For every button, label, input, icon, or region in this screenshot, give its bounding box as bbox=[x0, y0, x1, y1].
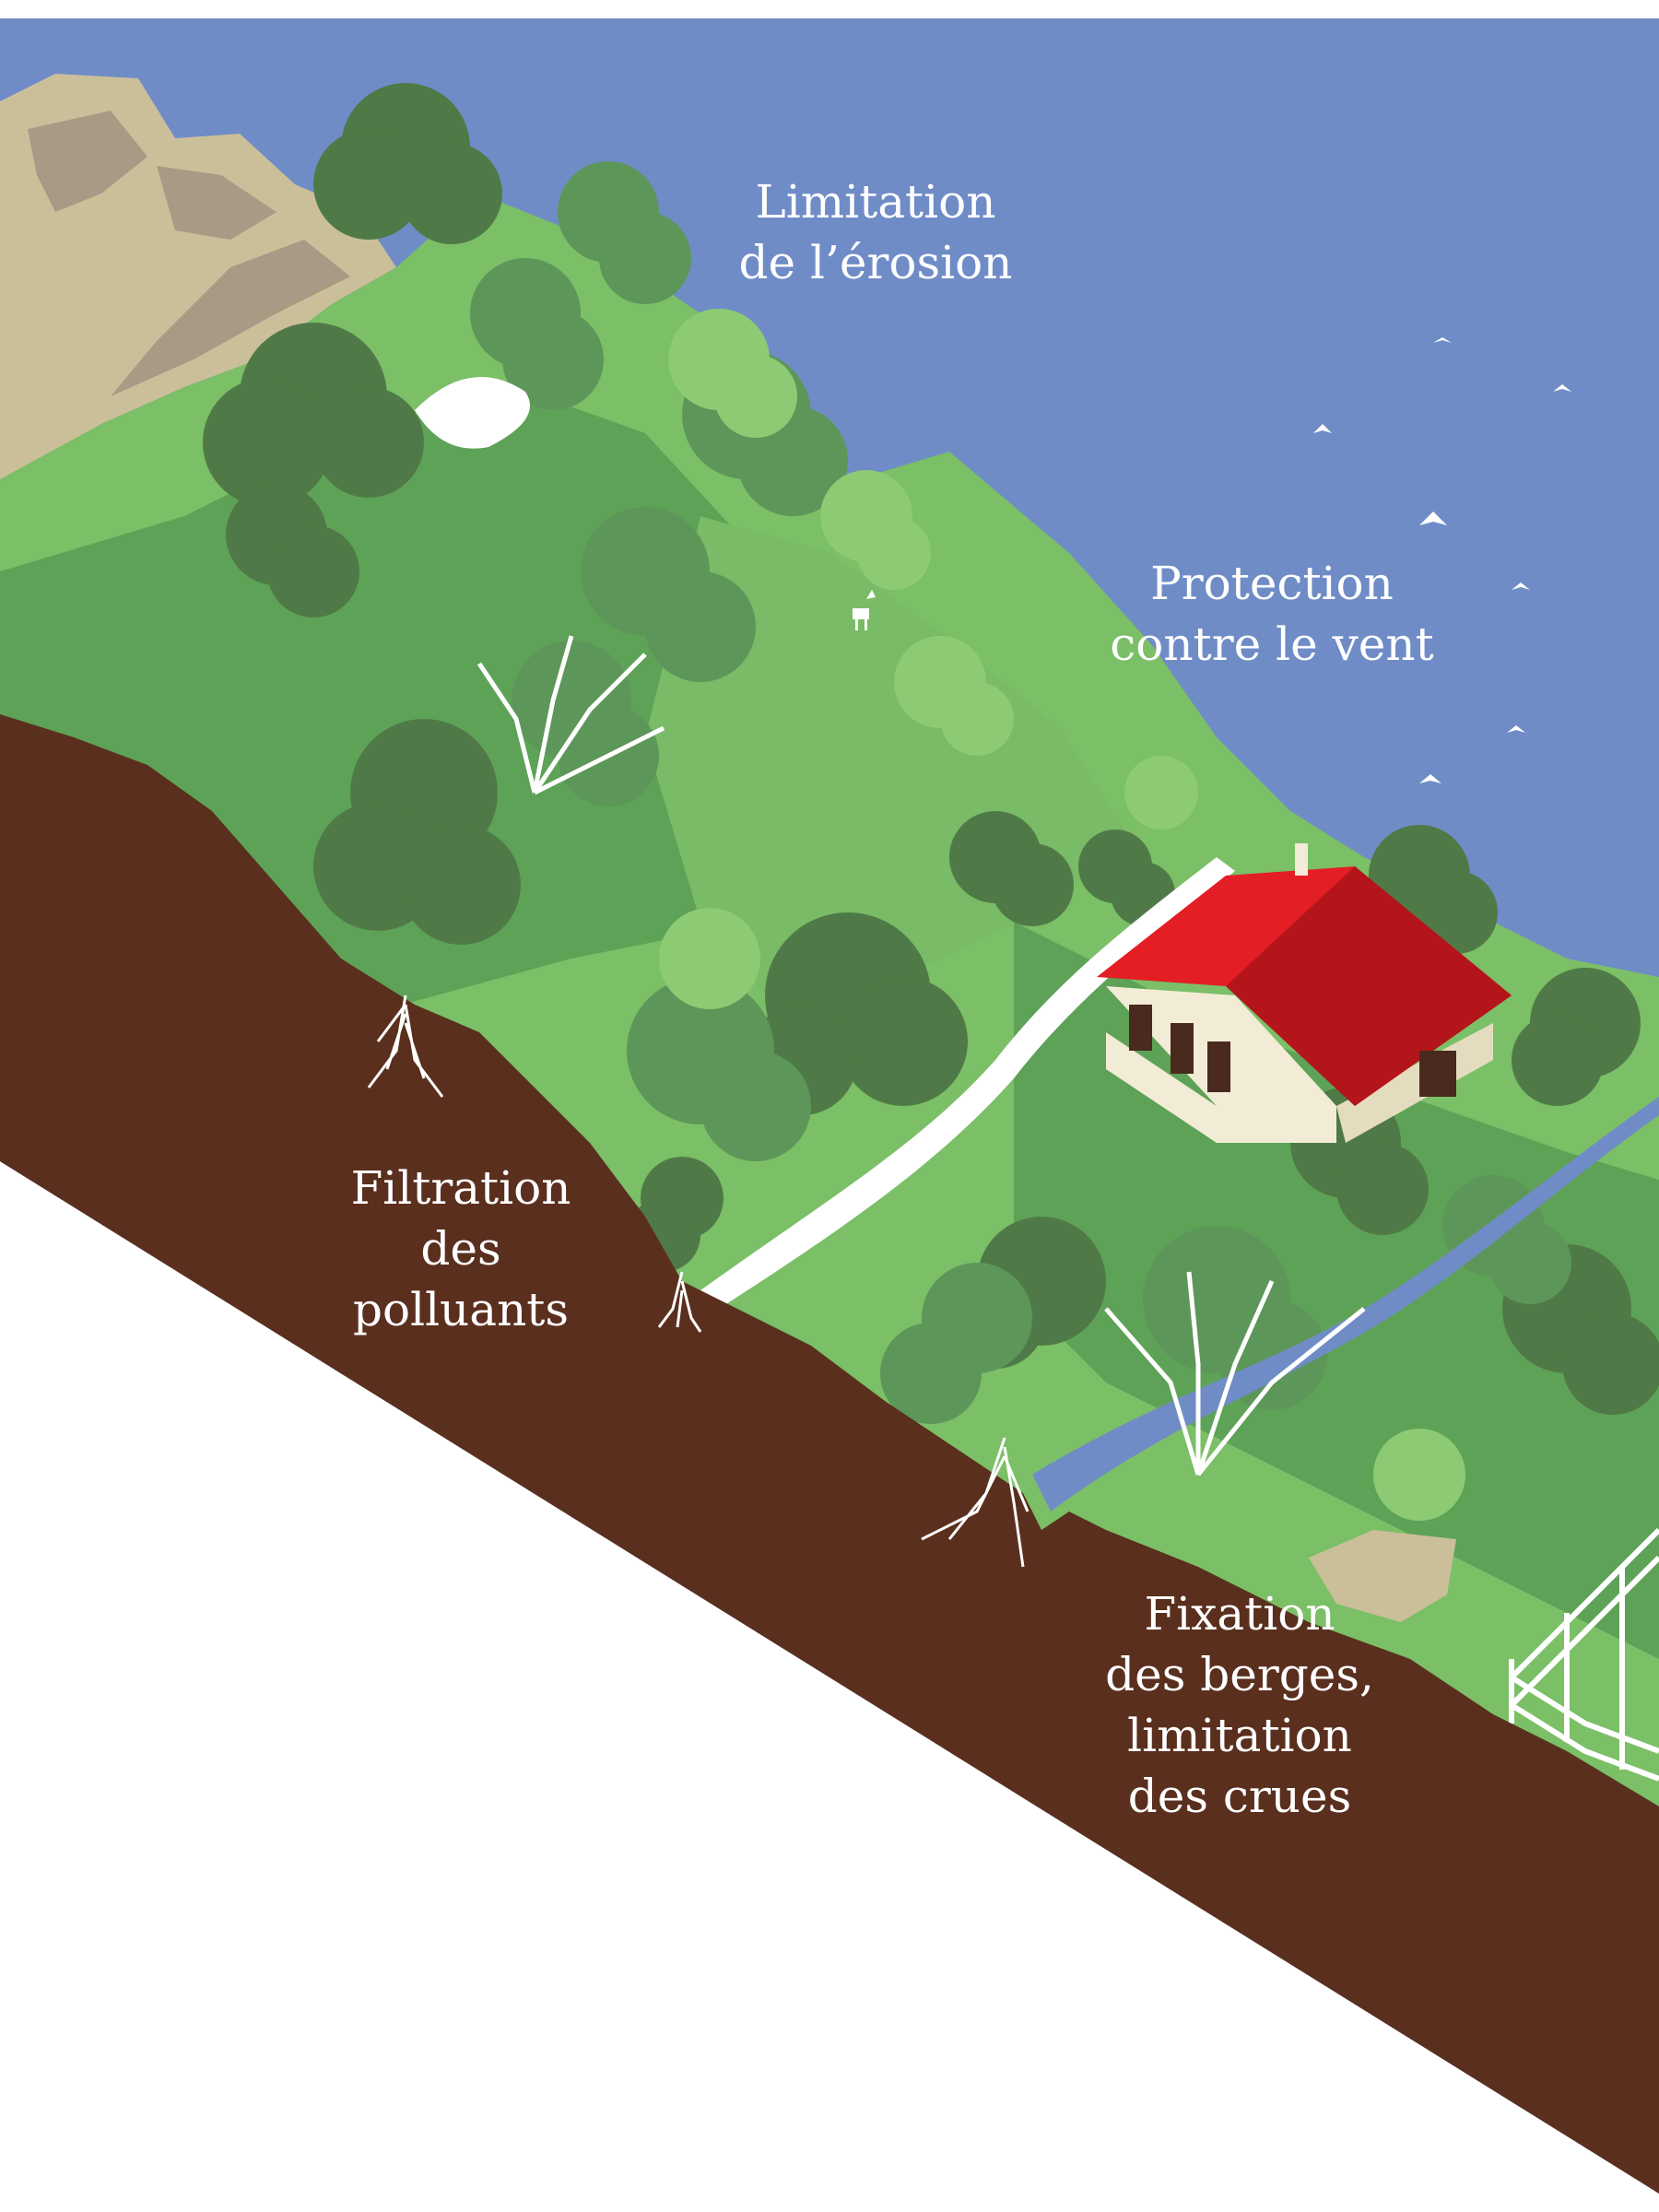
river-icon bbox=[1032, 1097, 1659, 1512]
page-background bbox=[0, 1161, 1659, 2212]
label-line: Protection bbox=[1150, 557, 1394, 610]
birds bbox=[415, 337, 1571, 783]
tree-icon bbox=[558, 161, 691, 304]
tree-icon bbox=[1124, 756, 1198, 830]
bird-icon bbox=[1433, 337, 1452, 343]
label-line: de l’érosion bbox=[738, 236, 1013, 289]
white-shrubs bbox=[477, 635, 1366, 1477]
bird-icon bbox=[415, 377, 530, 449]
bird-icon bbox=[1512, 582, 1530, 590]
tree-icon bbox=[668, 309, 797, 438]
label-pollutant-filtration: Filtration des polluants bbox=[304, 1158, 618, 1340]
label-line: Limitation bbox=[755, 175, 996, 229]
bird-icon bbox=[1419, 774, 1441, 783]
road bbox=[700, 857, 1235, 1309]
mountain-rock-icon bbox=[0, 74, 396, 479]
label-line: polluants bbox=[352, 1283, 570, 1336]
label-line: des crues bbox=[1127, 1770, 1352, 1823]
label-erosion-limitation: Limitation de l’érosion bbox=[700, 171, 1051, 293]
soil-cross-section bbox=[0, 714, 1659, 2194]
bird-icon bbox=[1507, 725, 1525, 733]
tree-icon bbox=[313, 719, 521, 945]
tree-icon bbox=[226, 484, 359, 618]
label-wind-protection: Protection contre le vent bbox=[1078, 553, 1465, 675]
bird-icon bbox=[1419, 512, 1447, 525]
deer-icon bbox=[853, 590, 876, 630]
tree-icon bbox=[820, 470, 931, 590]
label-bank-fixation: Fixation des berges, limitation des crue… bbox=[1069, 1583, 1410, 1827]
label-line: limitation bbox=[1127, 1709, 1352, 1762]
tree-icon bbox=[894, 636, 1014, 756]
tree-icon bbox=[659, 908, 760, 1009]
bird-icon bbox=[1313, 424, 1332, 433]
bird-icon bbox=[1553, 384, 1571, 392]
tree-icon bbox=[880, 1263, 1032, 1424]
fence-icon bbox=[1509, 1527, 1659, 1782]
roots-icon bbox=[367, 994, 1030, 1568]
label-line: Filtration bbox=[350, 1161, 571, 1215]
label-line: Fixation bbox=[1144, 1587, 1335, 1641]
label-line: des bbox=[420, 1222, 501, 1276]
tree-icon bbox=[627, 977, 811, 1161]
house-icon bbox=[1097, 843, 1512, 1143]
tree-icon bbox=[581, 507, 756, 682]
forest-light bbox=[659, 309, 1465, 1521]
tree-icon bbox=[1512, 968, 1641, 1106]
tree-icon bbox=[1373, 1429, 1465, 1521]
label-line: des berges, bbox=[1105, 1648, 1374, 1701]
tree-icon bbox=[470, 258, 604, 410]
tree-icon bbox=[949, 811, 1074, 926]
tree-icon bbox=[203, 323, 424, 507]
tree-icon bbox=[313, 83, 502, 244]
bank-rock bbox=[1309, 1530, 1456, 1622]
label-line: contre le vent bbox=[1110, 618, 1434, 671]
